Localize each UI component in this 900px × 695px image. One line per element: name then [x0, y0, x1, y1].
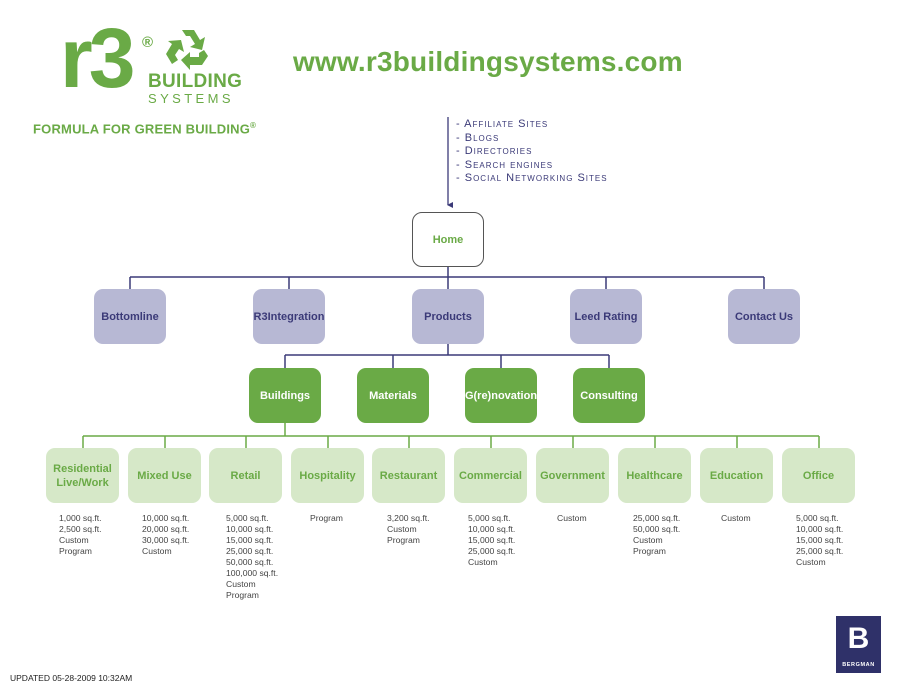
- commercial-options: 5,000 sq.ft. 10,000 sq.ft. 15,000 sq.ft.…: [468, 513, 548, 568]
- option-item: Custom: [142, 546, 172, 556]
- tagline-registered-mark: ®: [250, 121, 257, 130]
- option-item: 25,000 sq.ft.: [226, 546, 274, 556]
- option-item: Custom: [468, 557, 498, 567]
- office-options: 5,000 sq.ft. 10,000 sq.ft. 15,000 sq.ft.…: [796, 513, 876, 568]
- buildings-connectors: [82, 423, 820, 448]
- option-item: 1,000 sq.ft.: [59, 513, 102, 523]
- product-buildings[interactable]: Buildings: [249, 368, 321, 423]
- option-item: 15,000 sq.ft.: [796, 535, 844, 545]
- product-grenovation[interactable]: G(re)novation: [465, 368, 537, 423]
- home-node[interactable]: Home: [412, 212, 484, 267]
- option-item: 10,000 sq.ft.: [142, 513, 190, 523]
- option-item: Program: [387, 535, 420, 545]
- recycle-icon: [166, 30, 208, 70]
- hospitality-options: Program: [310, 513, 390, 524]
- option-item: Program: [59, 546, 92, 556]
- traffic-source-item: Blogs: [456, 132, 608, 146]
- tagline: FORMULA FOR GREEN BUILDING®: [33, 121, 256, 136]
- logo-word-systems: SYSTEMS: [148, 91, 234, 106]
- option-item: 2,500 sq.ft.: [59, 524, 102, 534]
- building-office[interactable]: Office: [782, 448, 855, 503]
- nav-leed-rating[interactable]: Leed Rating: [570, 289, 642, 344]
- r3-logo[interactable]: r3 ® BUILDING SYSTEMS: [60, 16, 260, 110]
- option-item: 15,000 sq.ft.: [226, 535, 274, 545]
- home-connectors: [129, 267, 765, 289]
- product-materials[interactable]: Materials: [357, 368, 429, 423]
- building-healthcare[interactable]: Healthcare: [618, 448, 691, 503]
- bergman-badge[interactable]: B BERGMAN: [836, 616, 881, 673]
- building-mixed-use[interactable]: Mixed Use: [128, 448, 201, 503]
- option-item: 50,000 sq.ft.: [633, 524, 681, 534]
- building-hospitality[interactable]: Hospitality: [291, 448, 364, 503]
- option-item: 10,000 sq.ft.: [796, 524, 844, 534]
- option-item: 100,000 sq.ft.: [226, 568, 279, 578]
- bergman-wordmark: BERGMAN: [842, 662, 875, 668]
- mixed-use-options: 10,000 sq.ft. 20,000 sq.ft. 30,000 sq.ft…: [142, 513, 222, 557]
- bergman-b-icon: B: [847, 621, 870, 655]
- option-item: Custom: [226, 579, 256, 589]
- option-item: 10,000 sq.ft.: [226, 524, 274, 534]
- nav-r3integration[interactable]: R3Integration: [253, 289, 325, 344]
- updated-timestamp: UPDATED 05-28-2009 10:32AM: [10, 673, 133, 683]
- website-url[interactable]: www.r3buildingsystems.com: [293, 46, 683, 77]
- building-commercial[interactable]: Commercial: [454, 448, 527, 503]
- education-options: Custom: [721, 513, 801, 524]
- option-item: 25,000 sq.ft.: [796, 546, 844, 556]
- option-item: 5,000 sq.ft.: [226, 513, 269, 523]
- option-item: Custom: [387, 524, 417, 534]
- option-item: Program: [633, 546, 666, 556]
- option-item: 5,000 sq.ft.: [796, 513, 839, 523]
- option-item: 10,000 sq.ft.: [468, 524, 516, 534]
- traffic-source-item: Directories: [456, 145, 608, 159]
- logo-word-building: BUILDING: [148, 71, 243, 92]
- building-retail[interactable]: Retail: [209, 448, 282, 503]
- logo-mark: r3: [60, 11, 135, 105]
- building-education[interactable]: Education: [700, 448, 773, 503]
- option-item: 5,000 sq.ft.: [468, 513, 511, 523]
- logo-registered-mark: ®: [142, 34, 154, 51]
- option-item: Custom: [796, 557, 826, 567]
- option-item: Custom: [721, 513, 751, 523]
- traffic-source-item: Search engines: [456, 159, 608, 173]
- tagline-text: FORMULA FOR GREEN BUILDING: [33, 121, 251, 137]
- option-item: Custom: [59, 535, 89, 545]
- product-consulting[interactable]: Consulting: [573, 368, 645, 423]
- option-item: 20,000 sq.ft.: [142, 524, 190, 534]
- nav-contact-us[interactable]: Contact Us: [728, 289, 800, 344]
- healthcare-options: 25,000 sq.ft. 50,000 sq.ft. Custom Progr…: [633, 513, 713, 557]
- option-item: 15,000 sq.ft.: [468, 535, 516, 545]
- products-connectors: [284, 344, 610, 368]
- option-item: 3,200 sq.ft.: [387, 513, 430, 523]
- building-residential-live-work[interactable]: Residential Live/Work: [46, 448, 119, 503]
- option-item: 50,000 sq.ft.: [226, 557, 274, 567]
- restaurant-options: 3,200 sq.ft. Custom Program: [387, 513, 467, 546]
- retail-options: 5,000 sq.ft. 10,000 sq.ft. 15,000 sq.ft.…: [226, 513, 306, 601]
- option-item: 25,000 sq.ft.: [468, 546, 516, 556]
- residential-options: 1,000 sq.ft. 2,500 sq.ft. Custom Program: [59, 513, 139, 557]
- traffic-source-item: Social Networking Sites: [456, 172, 608, 186]
- building-restaurant[interactable]: Restaurant: [372, 448, 445, 503]
- option-item: 25,000 sq.ft.: [633, 513, 681, 523]
- traffic-sources-list: Affiliate Sites Blogs Directories Search…: [456, 118, 608, 186]
- option-item: Custom: [633, 535, 663, 545]
- option-item: Program: [310, 513, 343, 523]
- option-item: Custom: [557, 513, 587, 523]
- traffic-source-item: Affiliate Sites: [456, 118, 608, 132]
- nav-products[interactable]: Products: [412, 289, 484, 344]
- nav-bottomline[interactable]: Bottomline: [94, 289, 166, 344]
- building-government[interactable]: Government: [536, 448, 609, 503]
- government-options: Custom: [557, 513, 637, 524]
- option-item: 30,000 sq.ft.: [142, 535, 190, 545]
- option-item: Program: [226, 590, 259, 600]
